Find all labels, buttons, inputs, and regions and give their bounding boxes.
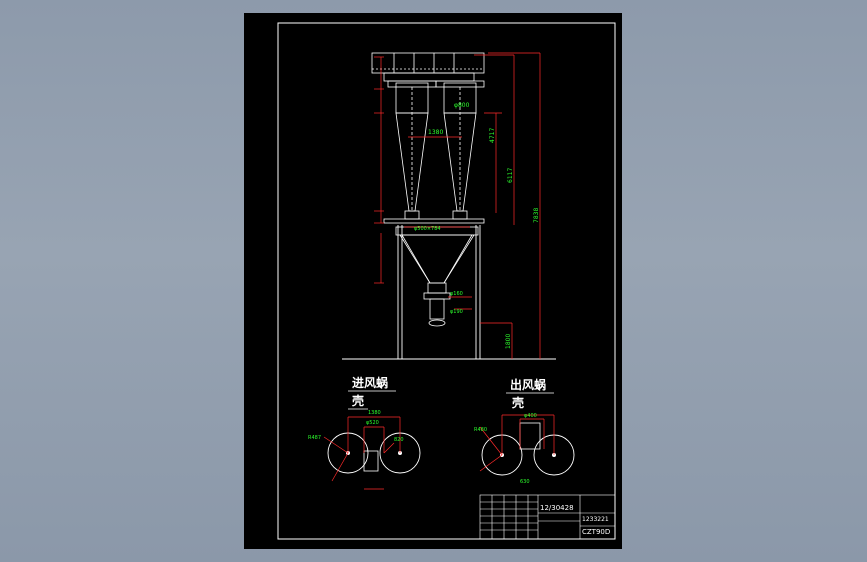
cyclone-left [387,80,437,220]
outlet-title-1: 出风蜗 [510,377,546,392]
small-a-text: φ160 [450,291,463,297]
dimension-texts: 7838 6117 4717 1800 φ800 1380 φ500×784 φ… [414,102,540,349]
small-b-text: φ190 [450,309,463,315]
outlet-w-text: 630 [520,479,530,485]
spacing-text: 1380 [428,129,443,136]
outlet-r-text: R480 [474,427,487,433]
inlet-spacing-text: 1380 [368,410,381,416]
drawing-code: 1233221 [582,516,609,523]
dimension-lines [374,52,541,359]
cyclone-right [435,80,485,220]
inlet-r-text: R487 [308,435,321,441]
inlet-volute-view: 进风蜗 壳 1380 φ520 R487 820 [308,375,421,490]
outlet-volute-view: 出风蜗 壳 φ400 R480 630 [474,377,575,485]
cyclone-base-plate [383,218,485,224]
drawing-sheet: 7838 6117 4717 1800 φ800 1380 φ500×784 φ… [244,13,622,549]
inner-border [277,22,616,540]
inlet-title-1: 进风蜗 [352,375,388,390]
inlet-title-2: 壳 [351,393,364,408]
outlet-dia-text: φ400 [524,413,537,419]
outlet-housing [371,52,485,82]
leg-height-text: 1800 [505,334,512,349]
total-height-text: 7838 [533,208,540,223]
cyclone-drawing: 7838 6117 4717 1800 φ800 1380 φ500×784 φ… [277,22,616,540]
outlet-title-2: 壳 [511,395,524,410]
drawing-number: 12/30428 [540,504,574,512]
inlet-w-text: 820 [394,437,404,443]
hopper-label-text: φ500×784 [414,226,441,232]
cone-dia-text: φ800 [454,102,470,109]
cyclone-height-text: 6117 [507,168,514,183]
title-block [479,494,616,540]
model-name: CZT90D [582,528,610,536]
body-height-text: 4717 [489,128,496,143]
hopper [395,226,479,327]
inlet-dia-text: φ520 [366,420,379,426]
support-stand [397,225,481,359]
